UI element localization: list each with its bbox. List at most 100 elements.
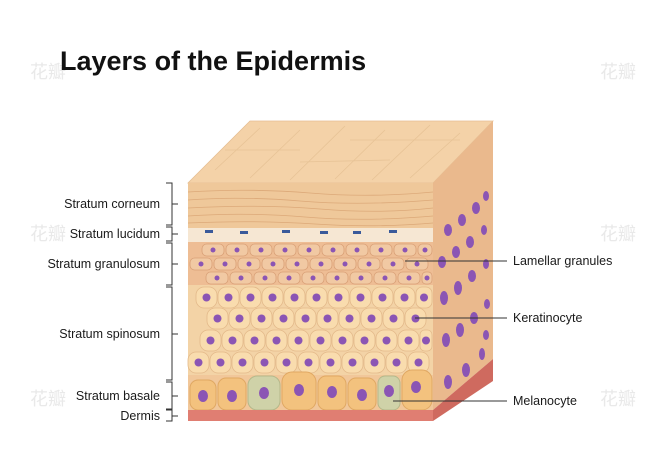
- cell-nucleus: [420, 293, 428, 302]
- cell-nucleus: [414, 358, 423, 367]
- watermark-text: 花瓣: [30, 62, 66, 83]
- spinosum-cells: [187, 286, 433, 374]
- cell-nucleus: [282, 358, 291, 367]
- cell-nucleus: [286, 275, 292, 281]
- cell-nucleus: [279, 314, 288, 323]
- cell-nucleus: [234, 247, 240, 253]
- cell-nucleus: [414, 261, 420, 267]
- cell-nucleus: [389, 314, 398, 323]
- cell-nucleus: [366, 261, 372, 267]
- watermark-text: 花瓣: [600, 389, 636, 410]
- label-melanocyte: Melanocyte: [513, 394, 577, 408]
- watermark-text: 花瓣: [30, 389, 66, 410]
- cell-nucleus: [378, 247, 384, 253]
- cell-nucleus: [411, 314, 420, 323]
- cell-nucleus: [338, 336, 347, 345]
- cell-nucleus: [358, 275, 364, 281]
- label-stratum-corneum: Stratum corneum: [64, 197, 160, 211]
- cell-nucleus: [318, 261, 324, 267]
- label-dermis: Dermis: [120, 409, 160, 423]
- right-callouts: Lamellar granules Keratinocyte Melanocyt…: [393, 254, 612, 408]
- cell-nucleus: [382, 336, 391, 345]
- cell-nucleus: [406, 275, 412, 281]
- bracket-granulosum: [166, 242, 178, 286]
- granulosum-cells: [189, 243, 433, 285]
- watermarks: 花瓣 花瓣 花瓣 花瓣 花瓣 花瓣: [30, 62, 636, 410]
- cell-nucleus: [294, 336, 303, 345]
- watermark-text: 花瓣: [30, 224, 66, 245]
- cell-nucleus: [270, 261, 276, 267]
- cell-nucleus: [222, 261, 228, 267]
- cell-nucleus: [356, 293, 365, 302]
- cell-nucleus: [334, 275, 340, 281]
- cell-nucleus: [348, 358, 357, 367]
- cell-nucleus: [310, 275, 316, 281]
- cell-nucleus: [235, 314, 244, 323]
- bracket-lucidum: [166, 226, 178, 242]
- cell-nucleus: [392, 358, 401, 367]
- cell-nucleus: [301, 314, 310, 323]
- cell-nucleus: [367, 314, 376, 323]
- diagram-title: Layers of the Epidermis: [60, 46, 366, 76]
- top-face-texture: [214, 124, 461, 181]
- cell-nucleus: [262, 275, 268, 281]
- label-stratum-lucidum: Stratum lucidum: [70, 227, 160, 241]
- cell-nucleus: [342, 261, 348, 267]
- cell-nucleus: [290, 293, 299, 302]
- cell-nucleus: [246, 261, 252, 267]
- cell-nucleus: [198, 261, 204, 267]
- epidermis-block: [187, 120, 494, 421]
- layer-stratum-corneum: [188, 183, 433, 228]
- cell-nucleus: [246, 293, 255, 302]
- right-face-cells: [438, 191, 490, 389]
- cell-nucleus: [323, 314, 332, 323]
- left-labels: Stratum corneum Stratum lucidum Stratum …: [47, 197, 160, 423]
- cell-nucleus: [260, 358, 269, 367]
- cell-nucleus: [238, 358, 247, 367]
- cell-nucleus: [378, 293, 387, 302]
- cell-nucleus: [258, 247, 264, 253]
- cell-nucleus: [345, 314, 354, 323]
- cell-nucleus: [294, 261, 300, 267]
- cell-nucleus: [268, 293, 277, 302]
- cell-nucleus: [326, 358, 335, 367]
- cell-nucleus: [206, 336, 215, 345]
- cell-nucleus: [370, 358, 379, 367]
- cell-nucleus: [360, 336, 369, 345]
- label-stratum-granulosum: Stratum granulosum: [47, 257, 160, 271]
- cell-nucleus: [404, 336, 413, 345]
- bracket-basale: [166, 381, 178, 410]
- cell-nucleus: [422, 336, 430, 345]
- cell-nucleus: [422, 247, 428, 253]
- basale-cells: [189, 369, 433, 411]
- watermark-text: 花瓣: [600, 62, 636, 83]
- cell-nucleus: [402, 247, 408, 253]
- layer-brackets: [166, 182, 178, 422]
- cell-nucleus: [354, 247, 360, 253]
- cell-nucleus: [250, 336, 259, 345]
- label-lamellar-granules: Lamellar granules: [513, 254, 612, 268]
- layer-dermis: [188, 410, 433, 421]
- cell-nucleus: [257, 314, 266, 323]
- cell-nucleus: [282, 247, 288, 253]
- cell-nucleus: [390, 261, 396, 267]
- cell-nucleus: [216, 358, 225, 367]
- cell-nucleus: [304, 358, 313, 367]
- cell-nucleus: [224, 293, 233, 302]
- watermark-text: 花瓣: [600, 224, 636, 245]
- bracket-corneum: [166, 182, 178, 226]
- bracket-spinosum: [166, 286, 178, 381]
- cell-nucleus: [210, 247, 216, 253]
- layer-stratum-lucidum: [188, 228, 433, 242]
- cell-nucleus: [306, 247, 312, 253]
- corneum-texture: [187, 189, 434, 227]
- cell-nucleus: [316, 336, 325, 345]
- cell-nucleus: [194, 358, 203, 367]
- label-keratinocyte: Keratinocyte: [513, 311, 583, 325]
- cell-nucleus: [228, 336, 237, 345]
- cell-nucleus: [334, 293, 343, 302]
- bracket-dermis: [166, 409, 178, 422]
- label-stratum-spinosum: Stratum spinosum: [59, 327, 160, 341]
- cell-nucleus: [330, 247, 336, 253]
